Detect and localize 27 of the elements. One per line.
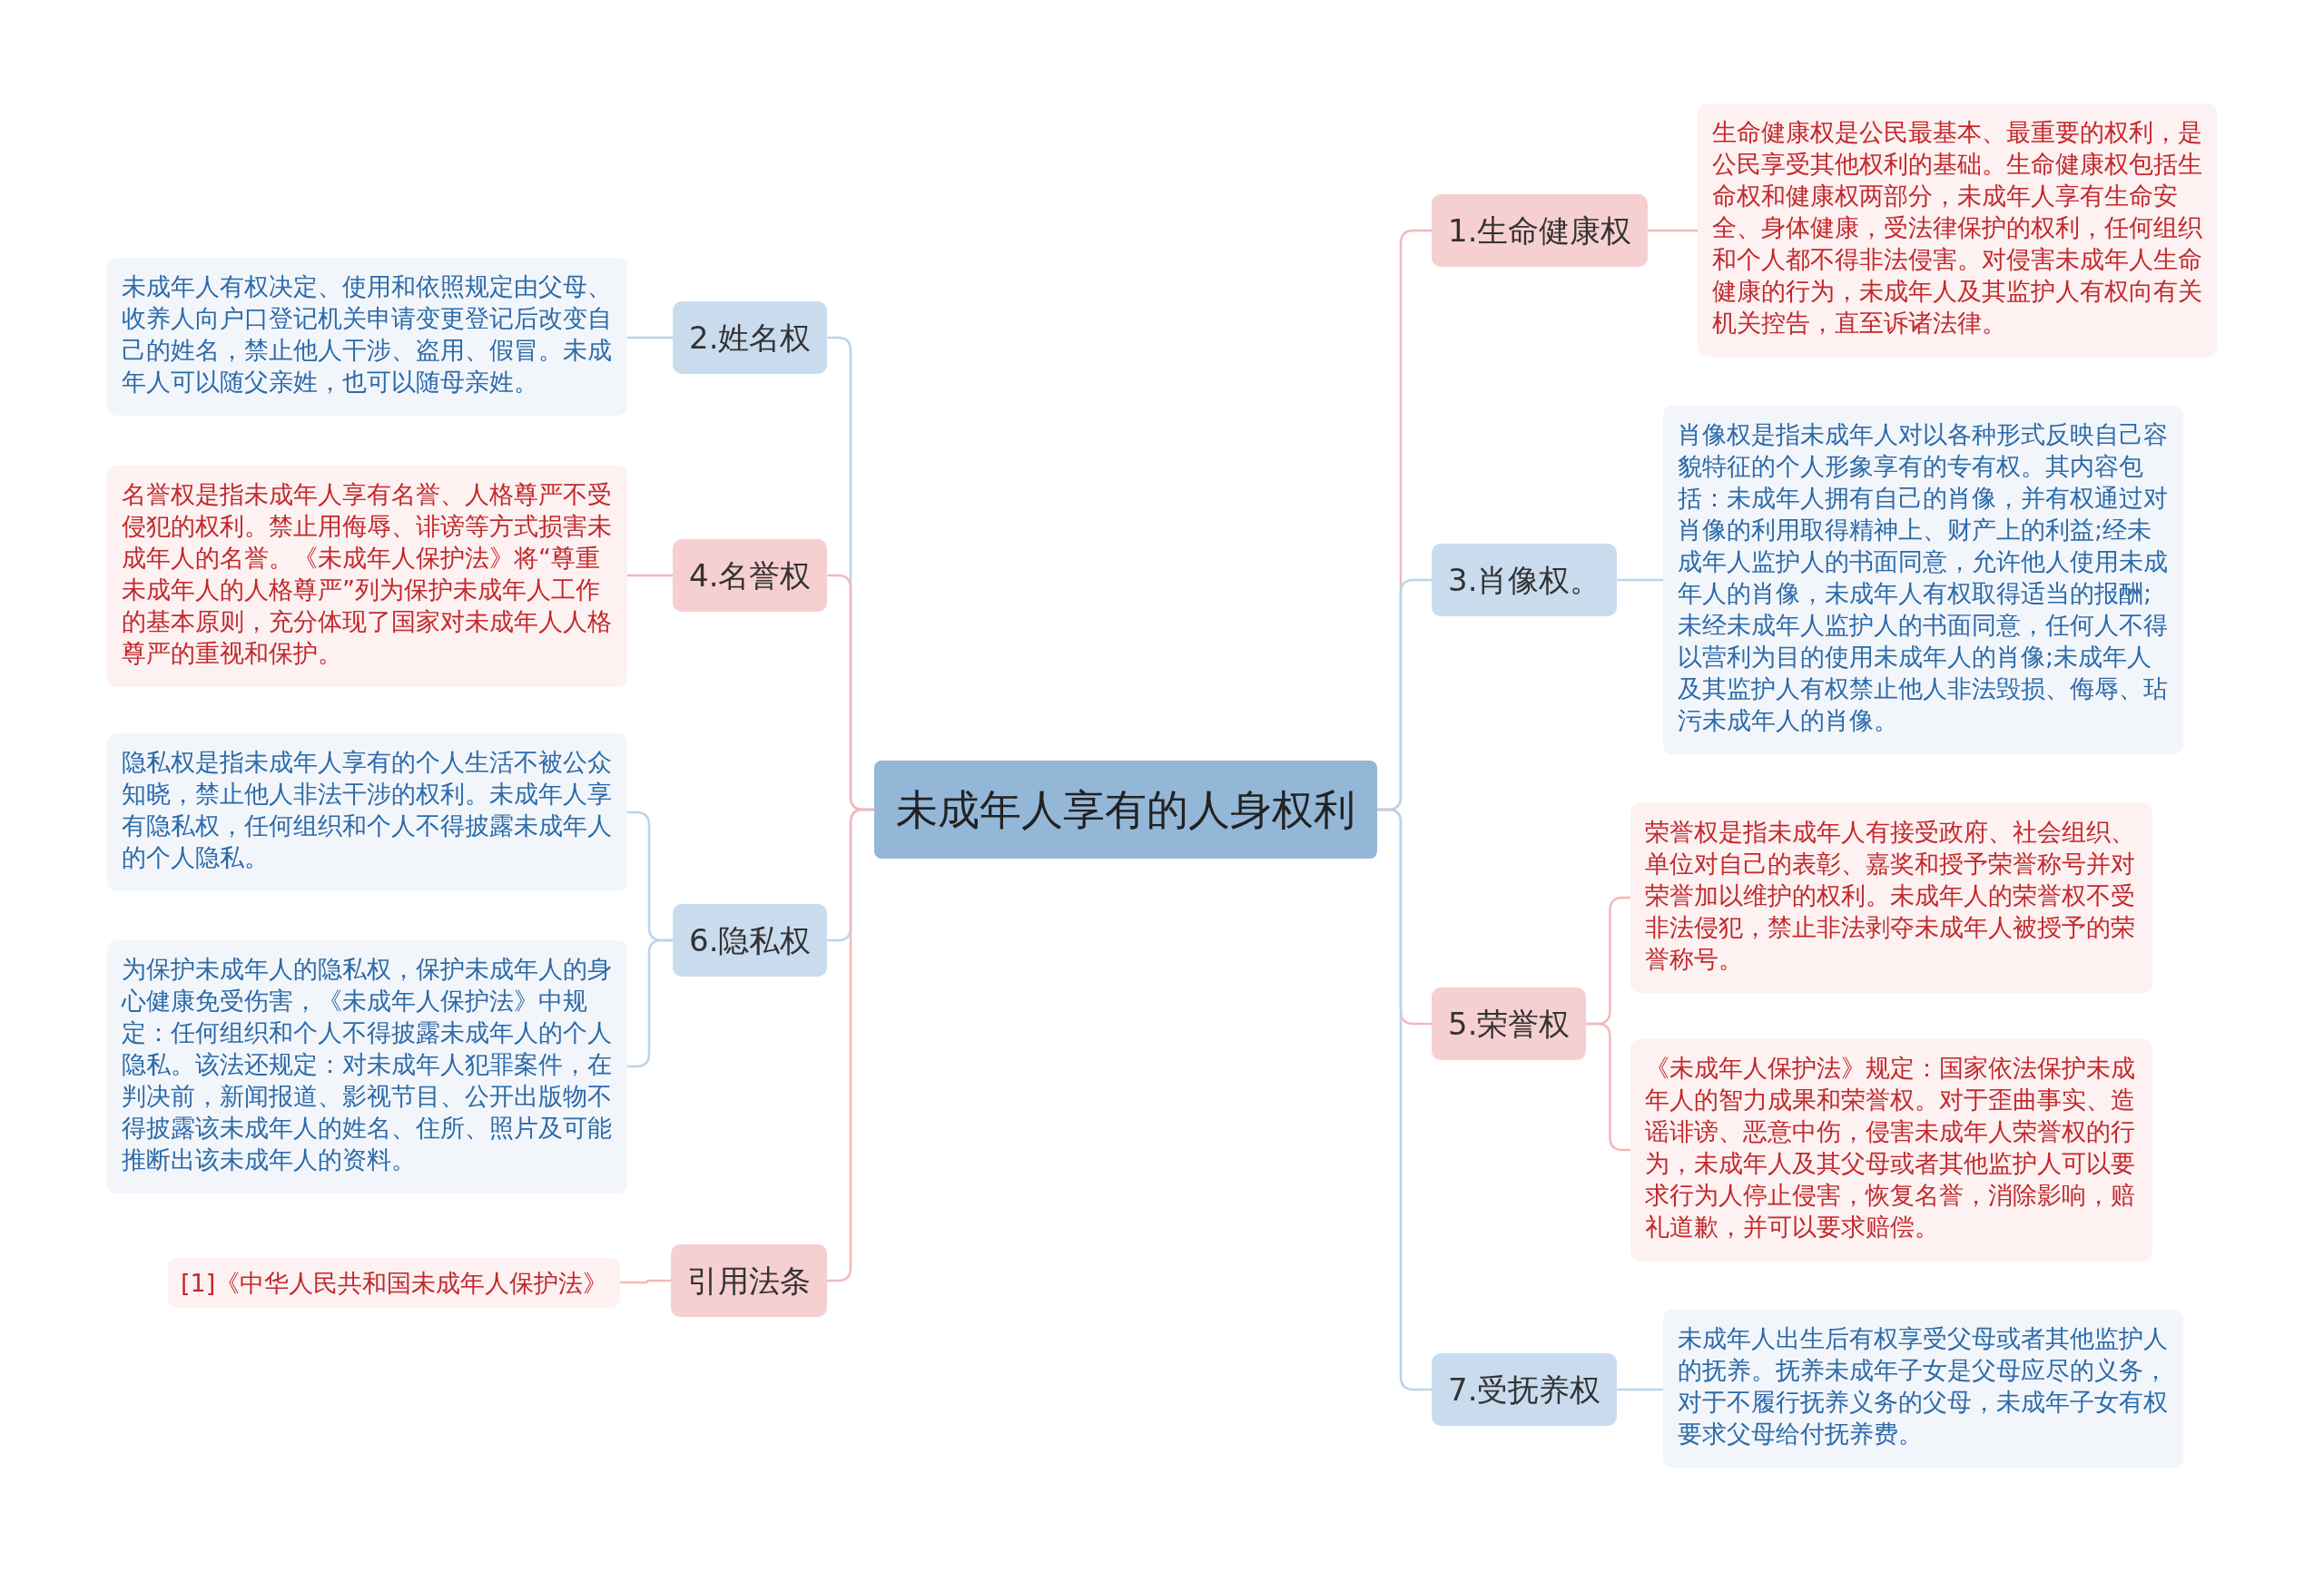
branch-topic: 引用法条 (671, 1244, 827, 1317)
note-card: 名誉权是指未成年人享有名誉、人格尊严不受侵犯的权利。禁止用侮辱、诽谤等方式损害未成年人的名誉。《未成年人保护法》将“尊重未成年人的人格尊严”列为保护未成年人工作的基本原则，充分体现了国家对未成年人人格尊严的重视和保护。 (107, 466, 627, 687)
branch-topic: 4.名誉权 (673, 539, 828, 612)
branch-topic: 1.生命健康权 (1432, 194, 1649, 267)
branch-topic: 7.受抚养权 (1432, 1353, 1618, 1426)
note-card: 隐私权是指未成年人享有的个人生活不被公众知晓，禁止他人非法干涉的权利。未成年人享有隐私权，任何组织和个人不得披露未成年人的个人隐私。 (107, 733, 627, 891)
note-card: 为保护未成年人的隐私权，保护未成年人的身心健康免受伤害，《未成年人保护法》中规定：任何组织和个人不得披露未成年人的个人隐私。该法还规定：对未成年人犯罪案件，在判决前，新闻报道、影视节目、公开出版物不得披露该未成年人的姓名、住所、照片及可能推断出该未成年人的资料。 (107, 939, 627, 1194)
note-card: 生命健康权是公民最基本、最重要的权利，是公民享受其他权利的基础。生命健康权包括生命权和健康权两部分，未成年人享有生命安全、身体健康，受法律保护的权利，任何组织和个人都不得非法侵害。对侵害未成年人生命健康的行为，未成年人及其监护人有权向有关机关控告，直至诉诸法律。 (1698, 103, 2217, 357)
connector-line (1586, 1022, 1630, 1152)
note-card: 未成年人出生后有权享受父母或者其他监护人的抚养。抚养未成年子女是父母应尽的义务，对于不履行抚养义务的父母，未成年子女有权要求父母给付抚养费。 (1663, 1310, 2183, 1468)
note-card: 肖像权是指未成年人对以各种形式反映自己容貌特征的个人形象享有的专有权。其内容包括：未成年人拥有自己的肖像，并有权通过对肖像的利用取得精神上、财产上的利益;经未成年人监护人的书面同意，允许他人使用未成年人的肖像，未成年人有权取得适当的报酬;未经未成年人监护人的书面同意，任何人不得以营利为目的使用未成年人的肖像;未成年人及其监护人有权禁止他人非法毁损、侮辱、玷污未成年人的肖像。 (1663, 406, 2183, 754)
connector-line (620, 1279, 671, 1284)
connector-line (1648, 229, 1698, 232)
branch-topic: 2.姓名权 (673, 301, 828, 374)
branch-topic: 6.隐私权 (673, 904, 828, 977)
connector-line (1377, 808, 1432, 1391)
central-topic: 未成年人享有的人身权利 (874, 761, 1377, 859)
branch-topic: 5.荣誉权 (1432, 987, 1587, 1060)
branch-topic: 3.肖像权。 (1432, 544, 1618, 616)
connector-line (1617, 578, 1663, 582)
note-card: 荣誉权是指未成年人有接受政府、社会组织、单位对自己的表彰、嘉奖和授予荣誉称号并对荣誉加以维护的权利。未成年人的荣誉权不受非法侵犯，禁止非法剥夺未成年人被授予的荣誉称号。 (1630, 802, 2152, 993)
note-card: 《未成年人保护法》规定：国家依法保护未成年人的智力成果和荣誉权。对于歪曲事实、造谣诽谤、恶意中伤，侵害未成年人荣誉权的行为，未成年人及其父母或者其他监护人可以要求行为人停止侵害，恢复名誉，消除影响，赔礼道歉，并可以要求赔偿。 (1630, 1039, 2152, 1261)
connector-line (1617, 1388, 1663, 1391)
connector-line (627, 336, 673, 339)
note-card: [1]《中华人民共和国未成年人保护法》 (168, 1257, 621, 1308)
connector-line (627, 574, 673, 577)
note-card: 未成年人有权决定、使用和依照规定由父母、收养人向户口登记机关申请变更登记后改变自己的姓名，禁止他人干涉、盗用、假冒。未成年人可以随父亲姓，也可以随母亲姓。 (107, 258, 627, 416)
